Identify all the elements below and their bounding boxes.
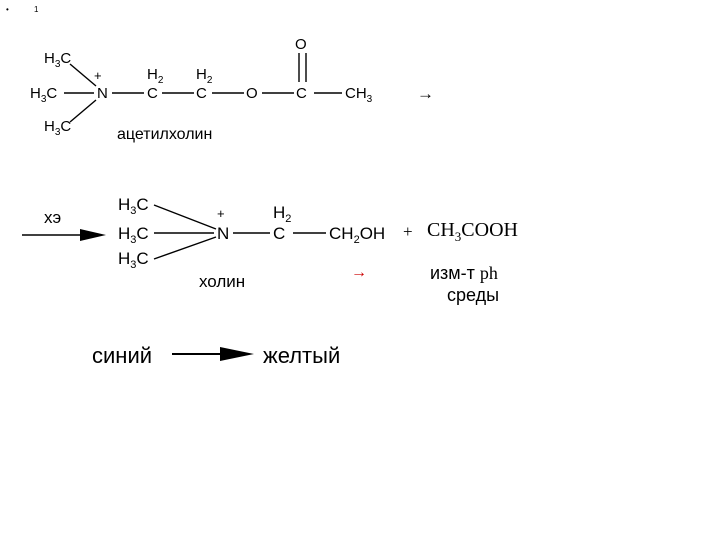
- nitrogen-atom: N: [217, 224, 229, 243]
- hydroxymethyl-group: CH2OH: [329, 224, 385, 246]
- color-yellow-label: желтый: [263, 343, 340, 368]
- methylene-h2: H2: [273, 203, 291, 225]
- positive-charge: +: [94, 68, 102, 83]
- choline-name: холин: [199, 272, 245, 291]
- methyl-group-middle: H3C: [118, 224, 149, 246]
- enzyme-label: хэ: [44, 208, 61, 227]
- plus-sign: +: [403, 222, 413, 241]
- header-page-number: 1: [34, 5, 39, 14]
- header-bullet: •: [6, 5, 9, 14]
- ph-change-label: изм-т ph: [430, 263, 498, 283]
- color-blue-label: синий: [92, 343, 152, 368]
- carbon-atom: C: [273, 224, 285, 243]
- acetylcholine-name: ацетилхолин: [117, 126, 212, 143]
- methyl-group-middle: H3C: [30, 85, 57, 105]
- carbonyl-carbon: C: [296, 85, 307, 102]
- carbonyl-oxygen: O: [295, 36, 307, 53]
- acetic-acid-formula: CH3COOH: [427, 219, 518, 244]
- positive-charge: +: [217, 206, 225, 221]
- methylene-h2-1: H2: [147, 66, 164, 86]
- ester-oxygen: O: [246, 85, 258, 102]
- reaction-arrow-2: →: [351, 264, 367, 281]
- enzyme-arrow: [22, 229, 106, 241]
- reaction-arrow-1: →: [417, 84, 434, 103]
- ph-change-label-medium: среды: [447, 285, 499, 305]
- methyl-group-top: H3C: [118, 195, 149, 217]
- acetylcholine-structure: H3C H3C H3C + N H2 C H2 C O C O CH3: [30, 36, 373, 138]
- methyl-group-bottom: H3C: [44, 118, 71, 138]
- acetyl-methyl: CH3: [345, 85, 373, 105]
- methyl-group-bottom: H3C: [118, 249, 149, 271]
- choline-structure: H3C H3C H3C + N H2 C CH2OH: [118, 195, 385, 271]
- nitrogen-atom: N: [97, 85, 108, 102]
- methyl-group-top: H3C: [44, 50, 71, 70]
- carbon-atom-1: C: [147, 85, 158, 102]
- color-change-arrow: [172, 347, 254, 361]
- carbon-atom-2: C: [196, 85, 207, 102]
- methylene-h2-2: H2: [196, 66, 213, 86]
